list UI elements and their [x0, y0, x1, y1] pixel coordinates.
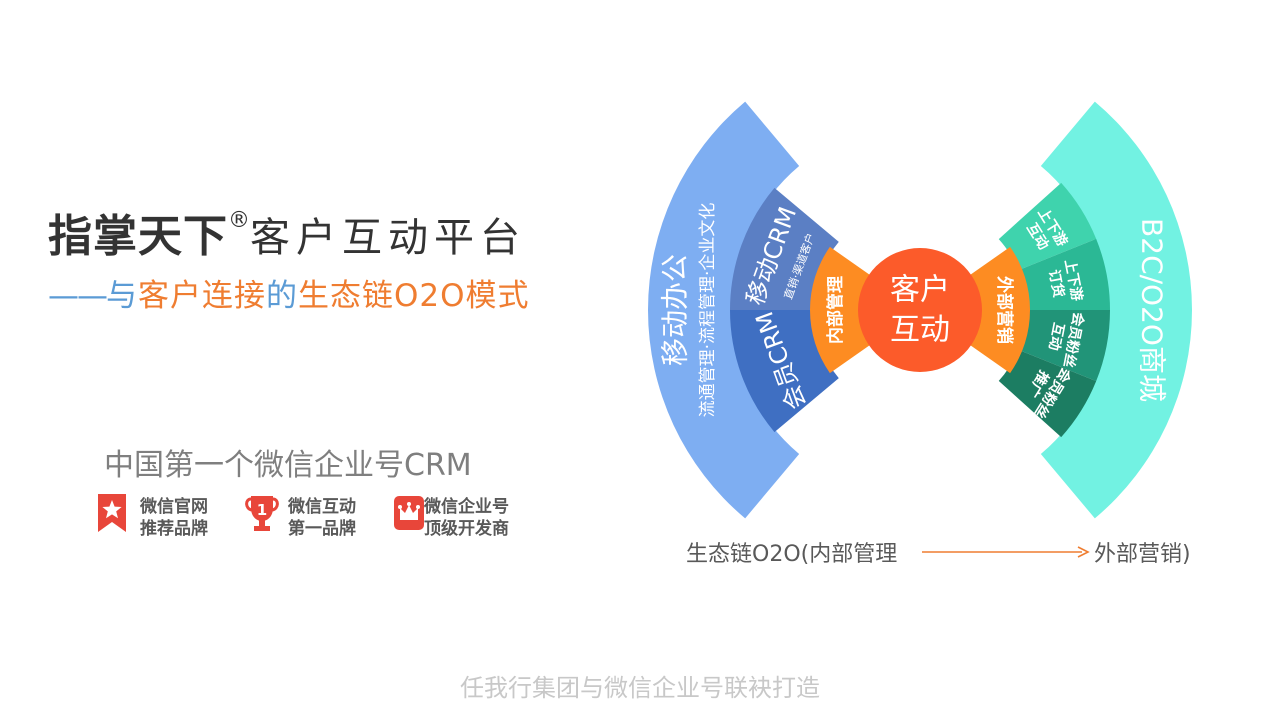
badge-line-2: 顶级开发商	[424, 519, 509, 539]
right-mid-ring-segment-2	[1018, 238, 1110, 310]
right-mid-label-1: 上下游互动	[1019, 205, 1071, 259]
right-mid-ring-segment-3	[1018, 310, 1110, 382]
mobile-office-label: 移动办公	[659, 254, 692, 366]
title-rest: 客户互动平台	[250, 215, 526, 261]
subtitle-part-4: 生态链O2O模式	[298, 278, 530, 314]
trophy-icon: 1	[245, 496, 279, 531]
right-mid-ring-segment-4	[998, 349, 1097, 438]
left-inner-label: 内部管理	[825, 276, 846, 344]
badge-line-2: 第一品牌	[288, 519, 356, 539]
badge-line-1: 微信企业号	[424, 497, 509, 517]
right-inner-label: 外部营销	[994, 276, 1015, 344]
right-mid-ring-segment-1	[998, 182, 1097, 271]
star-bookmark-icon	[98, 494, 126, 532]
left-mid-ring-member-crm	[730, 310, 839, 433]
subtitle: ——与客户连接的生态链O2O模式	[48, 270, 530, 315]
right-inner-ring-external-marketing	[967, 246, 1030, 374]
center-circle	[858, 248, 982, 372]
left-inner-ring-internal-mgmt	[810, 246, 873, 374]
badge-line-1: 微信互动	[288, 497, 356, 517]
center-label-line-1: 客户	[890, 273, 950, 308]
center-label-line-2: 互动	[890, 313, 950, 348]
badge-line-2: 推荐品牌	[140, 519, 208, 539]
left-mid-ring-mobile-crm	[730, 187, 839, 310]
crown-icon	[394, 496, 424, 530]
mobile-office-sub-label: 流通管理·流程管理·企业文化	[698, 203, 718, 418]
subtitle-part-1: 与	[106, 278, 138, 314]
page-title: 指掌天下®客户互动平台	[48, 200, 526, 264]
subtitle-part-3: 的	[266, 278, 298, 314]
flow-left-text: 生态链O2O(内部管理	[686, 542, 898, 567]
badge-line-1: 微信官网	[140, 497, 208, 517]
flow-caption: 生态链O2O(内部管理 外部营销)	[686, 536, 1246, 567]
subtitle-part-2: 客户连接	[138, 278, 266, 314]
svg-text:1: 1	[257, 501, 267, 519]
subtitle-dash: ——	[48, 278, 108, 314]
flow-right-text: 外部营销)	[1094, 542, 1191, 567]
b2c-o2o-mall-label: B2C/O2O商城	[1136, 218, 1169, 402]
footer-credit: 任我行集团与微信企业号联袂打造	[460, 674, 820, 702]
tagline: 中国第一个微信企业号CRM	[104, 448, 472, 483]
brand-name: 指掌天下	[48, 211, 228, 262]
registered-mark: ®	[228, 208, 250, 233]
arrow-right-icon	[922, 546, 1090, 558]
